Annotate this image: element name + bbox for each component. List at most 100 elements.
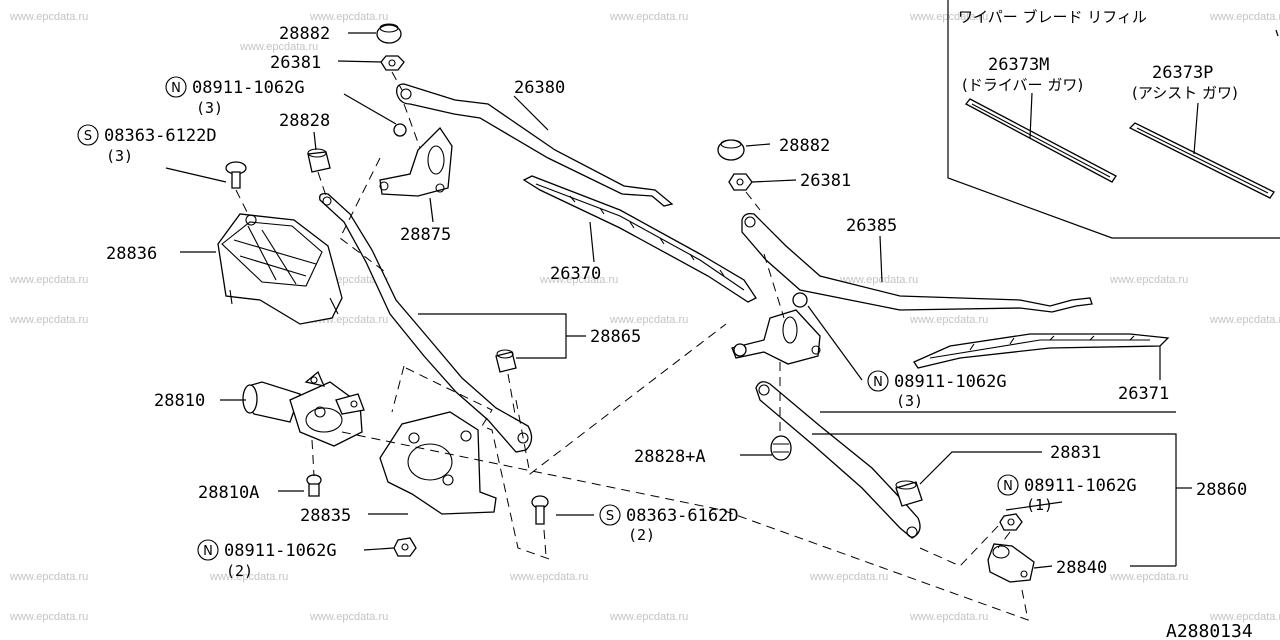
refill-inset: ワイパー ブレード リフィル 26373M (ドライバー ガワ) 26373P … (947, 0, 1280, 239)
prefix-letter: S (84, 129, 92, 144)
motor-bracket-28835 (379, 411, 497, 515)
motor-cover-28836 (217, 213, 343, 325)
grommet-28828A (770, 435, 792, 461)
bushing-28865 (495, 349, 517, 373)
callout-26380: 26380 (514, 78, 565, 98)
screw-prefix-icon (599, 504, 621, 526)
watermark: www.epcdata.ru (9, 11, 88, 23)
wiper-arm-26385 (741, 212, 1093, 313)
watermark-layer: www.epcdata.ru www.epcdata.ru www.epcdat… (9, 11, 1280, 623)
part-number: 08911-1062G (224, 541, 337, 561)
part-number: 08911-1062G (1024, 476, 1137, 496)
dashed-guides (235, 71, 1029, 621)
nut-prefix-icon (997, 474, 1019, 496)
prefix-letter: N (1003, 479, 1013, 494)
watermark: www.epcdata.ru (209, 571, 288, 583)
inset-part-number-driver: 26373M (988, 55, 1049, 75)
watermark: www.epcdata.ru (609, 314, 688, 326)
quantity: (3) (896, 392, 923, 410)
link-rod-28865 (319, 192, 533, 453)
prefix-letter: N (203, 544, 213, 559)
pivot-cap-right (717, 139, 745, 161)
watermark: www.epcdata.ru (9, 274, 88, 286)
watermark: www.epcdata.ru (509, 571, 588, 583)
leader-26373P (1193, 102, 1199, 155)
callout-28882-right: 28882 (779, 136, 830, 156)
callout-labels: 28882 26381 N 08911-1062G (3) S 08363-61… (77, 24, 1247, 580)
callout-26385: 26385 (846, 216, 897, 236)
screw-prefix-icon (77, 124, 99, 146)
watermark: www.epcdata.ru (9, 611, 88, 623)
wiper-blade-26371 (913, 333, 1170, 369)
callout-08363-6122D: S 08363-6122D (3) (77, 124, 217, 165)
callout-08363-6162D: S 08363-6162D (2) (599, 504, 739, 544)
nut-prefix-icon (197, 539, 219, 561)
inset-border (947, 0, 1280, 239)
prefix-letter: S (606, 509, 614, 524)
callout-08911-1062G-qty3-right: N 08911-1062G (3) (867, 370, 1007, 410)
wiper-arm-26380 (396, 83, 674, 207)
callout-28810: 28810 (154, 391, 205, 411)
watermark: www.epcdata.ru (9, 571, 88, 583)
inset-part-note-driver: (ドライバー ガワ) (962, 76, 1083, 94)
watermark: www.epcdata.ru (309, 11, 388, 23)
wiper-motor-28810 (242, 370, 365, 447)
callout-28835: 28835 (300, 506, 351, 526)
callout-28828A: 28828+A (634, 447, 706, 467)
watermark: www.epcdata.ru (1209, 11, 1280, 23)
quantity: (3) (106, 147, 133, 165)
part-number: 08911-1062G (894, 372, 1007, 392)
watermark: www.epcdata.ru (909, 314, 988, 326)
watermark: www.epcdata.ru (839, 274, 918, 286)
quantity: (1) (1026, 496, 1053, 514)
quantity: (3) (196, 99, 223, 117)
grommet-28828 (307, 148, 331, 173)
inset-tick (1275, 29, 1279, 37)
prefix-letter: N (873, 375, 883, 390)
watermark: www.epcdata.ru (539, 274, 618, 286)
link-rod-28831 (755, 381, 921, 539)
watermark: www.epcdata.ru (809, 571, 888, 583)
watermark: www.epcdata.ru (309, 611, 388, 623)
callout-26371: 26371 (1118, 384, 1169, 404)
callout-26370: 26370 (550, 264, 601, 284)
callout-26381-right: 26381 (800, 171, 851, 191)
callout-28875: 28875 (400, 225, 451, 245)
leader-lines (165, 32, 1192, 569)
nut-08911-1062G-qty1 (999, 513, 1023, 531)
callout-28810A: 28810A (198, 483, 259, 503)
inset-part-number-assist: 26373P (1152, 63, 1213, 83)
callout-28828: 28828 (279, 111, 330, 131)
callout-28836: 28836 (106, 244, 157, 264)
callout-08911-1062G-qty2: N 08911-1062G (2) (197, 539, 337, 580)
pivot-bracket-right (731, 292, 821, 365)
watermark: www.epcdata.ru (239, 41, 318, 53)
inset-title: ワイパー ブレード リフィル (958, 8, 1147, 26)
watermark: www.epcdata.ru (909, 11, 988, 23)
watermark: www.epcdata.ru (609, 611, 688, 623)
inset-part-note-assist: (アシスト ガワ) (1132, 84, 1238, 102)
leader-26373M (1029, 92, 1033, 139)
callout-28860: 28860 (1196, 480, 1247, 500)
pivot-bracket-28875 (379, 123, 453, 197)
nut-prefix-icon (165, 76, 187, 98)
nut-prefix-icon (867, 370, 889, 392)
bolt-28810A (306, 474, 322, 497)
nut-08911-1062G-qty2 (393, 537, 417, 557)
watermark: www.epcdata.ru (1209, 611, 1280, 623)
prefix-letter: N (171, 81, 181, 96)
diagram-code: A2880134 (1166, 621, 1253, 640)
screw-08363-6122D (225, 161, 247, 189)
callout-28865: 28865 (590, 327, 641, 347)
watermark: www.epcdata.ru (1209, 314, 1280, 326)
quantity: (2) (628, 526, 655, 544)
callout-08911-1062G-qty1: N 08911-1062G (1) (997, 474, 1137, 514)
pivot-cap-left (376, 23, 402, 44)
callout-28840: 28840 (1056, 558, 1107, 578)
callout-08911-1062G-qty3-left: N 08911-1062G (3) (165, 76, 305, 117)
part-number: 08363-6162D (626, 506, 739, 526)
quantity: (2) (226, 562, 253, 580)
arm-nut-right (728, 173, 753, 191)
watermark: www.epcdata.ru (609, 11, 688, 23)
